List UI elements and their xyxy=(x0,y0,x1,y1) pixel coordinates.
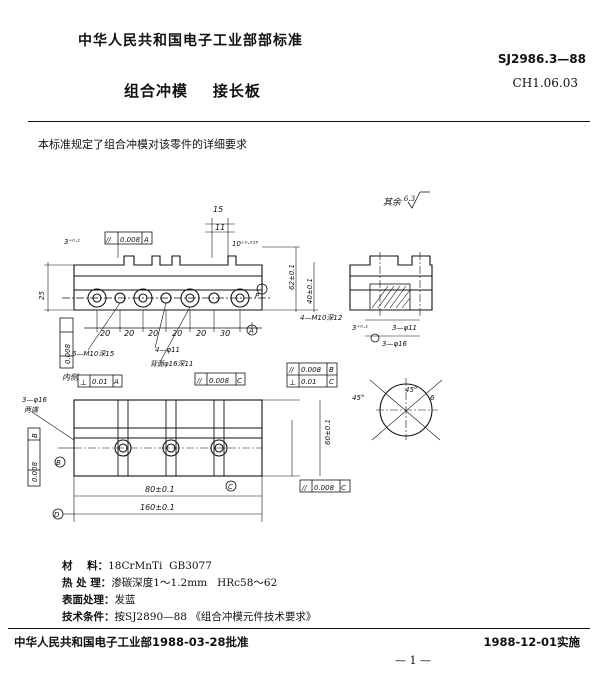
dim-80: 80±0.1 xyxy=(145,485,175,494)
dim-30: 30 xyxy=(220,329,230,338)
dim-3-side: 3⁺⁰·¹ xyxy=(352,324,368,332)
tol-bottom-c-sym: // xyxy=(301,484,307,492)
page-number: — 1 — xyxy=(395,654,431,667)
tol-parallel-c-datum: C xyxy=(237,377,242,385)
note-4m10: 4—M10深12 xyxy=(300,314,343,322)
dim-3phi11: 3—φ11 xyxy=(392,324,417,332)
tol-bottom-c: 0.008 xyxy=(314,484,335,492)
note-4-11: 4—φ11 xyxy=(155,346,180,354)
spec-label: 热 处 理： xyxy=(62,577,112,589)
surface-finish-note: 其余 6.3 xyxy=(383,195,415,208)
intro-text: 本标准规定了组合冲模对该零件的详细要求 xyxy=(38,138,247,151)
datum-d-circle: D xyxy=(54,511,60,519)
dim-20-2: 20 xyxy=(124,329,134,338)
tol-left-a: 0.008 xyxy=(64,343,72,364)
datum-a-circle: A xyxy=(248,327,254,335)
dim-40: 40±0.1 xyxy=(306,278,314,304)
dim-60: 60±0.1 xyxy=(324,419,332,445)
standard-number: SJ2986.3—88 xyxy=(497,52,586,66)
spec-technical-conditions: 技术条件：按SJ2890—88 《组合冲模元件技术要求》 xyxy=(62,609,316,624)
spec-value: 18CrMnTi GB3077 xyxy=(108,560,212,572)
tol-perp-a-datum: A xyxy=(113,378,119,386)
dim-3: 3⁺⁰·¹ xyxy=(64,238,80,246)
dim-6: 6 xyxy=(430,394,435,402)
spec-material: 材 料：18CrMnTi GB3077 xyxy=(62,558,212,573)
tol-parallel-b: 0.008 xyxy=(301,366,322,374)
tol-parallel-a-sym: // xyxy=(105,236,111,244)
dim-45-l: 45° xyxy=(352,394,364,402)
tol-perp-c-datum: C xyxy=(329,378,334,386)
dim-20-5: 20 xyxy=(196,329,206,338)
tol-perp-c: 0.01 xyxy=(301,378,317,386)
spec-label: 表面处理： xyxy=(62,594,115,606)
dim-15: 15 xyxy=(213,205,223,214)
effective-date: 1988-12-01实施 xyxy=(483,635,580,649)
dim-20-1: 20 xyxy=(100,329,110,338)
footer-rule xyxy=(8,628,590,629)
note-6m10: 6—M10深15 xyxy=(72,350,115,358)
dim-25: 25 xyxy=(38,291,46,300)
tol-parallel-b-datum: B xyxy=(329,366,334,374)
dim-3phi16-side: 3—φ16 xyxy=(382,340,408,348)
tol-perp-a: 0.01 xyxy=(92,378,108,386)
tol-perp-a-sym: ⊥ xyxy=(80,378,87,387)
dim-45: 45° xyxy=(405,386,417,394)
note-two-ends: 两端 xyxy=(24,406,39,414)
spec-surface-treatment: 表面处理：发蓝 xyxy=(62,592,136,607)
tol-bottom-c-datum: C xyxy=(341,484,346,492)
tol-parallel-a: 0.008 xyxy=(120,236,141,244)
tol-parallel-c: 0.008 xyxy=(209,377,230,385)
dim-20-4: 20 xyxy=(172,329,182,338)
datum-c-circle: C xyxy=(228,483,233,491)
dim-20-3: 20 xyxy=(148,329,158,338)
plan-view xyxy=(27,362,351,522)
tol-parallel-c-sym: // xyxy=(196,377,202,385)
dim-10: 10⁺⁰·⁰¹⁵ xyxy=(232,240,258,248)
header-rule xyxy=(28,121,590,122)
spec-heat-treatment: 热 处 理：渗碳深度1～1.2mm HRc58～62 xyxy=(62,575,277,590)
surface-roughness: 6.3 xyxy=(403,195,416,203)
front-view xyxy=(44,218,318,369)
spec-value: 渗碳深度1～1.2mm HRc58～62 xyxy=(111,577,278,589)
note-inner: 内侧 xyxy=(62,373,80,382)
detail-view xyxy=(369,378,443,441)
datum-b-circle: B xyxy=(56,459,61,467)
tol-left-b-datum: B xyxy=(31,433,39,438)
approval-line: 中华人民共和国电子工业部1988-03-28批准 xyxy=(14,635,249,649)
dim-62: 62±0.1 xyxy=(288,264,296,290)
tol-left-b: 0.008 xyxy=(31,461,39,482)
document-title: 组合冲模 接长板 xyxy=(124,82,261,100)
tol-perp-c-sym: ⊥ xyxy=(289,378,296,387)
label-e-circle: P xyxy=(255,292,260,300)
note-back: 背面φ16深11 xyxy=(150,360,193,368)
tol-datum-a: A xyxy=(143,236,149,244)
spec-label: 技术条件： xyxy=(62,611,115,623)
spec-label: 材 料： xyxy=(62,560,109,572)
dim-160: 160±0.1 xyxy=(140,503,175,512)
tol-parallel-b-sym: // xyxy=(288,366,294,374)
side-view xyxy=(349,252,433,343)
dim-3phi16: 3—φ16 xyxy=(22,396,48,404)
surface-note-label: 其余 xyxy=(383,198,402,208)
spec-value: 发蓝 xyxy=(114,594,136,606)
spec-value: 按SJ2890—88 《组合冲模元件技术要求》 xyxy=(114,611,317,623)
issuing-organization: 中华人民共和国电子工业部部标准 xyxy=(78,33,303,49)
dim-11: 11 xyxy=(215,223,225,232)
part-code: CH1.06.03 xyxy=(512,76,578,90)
